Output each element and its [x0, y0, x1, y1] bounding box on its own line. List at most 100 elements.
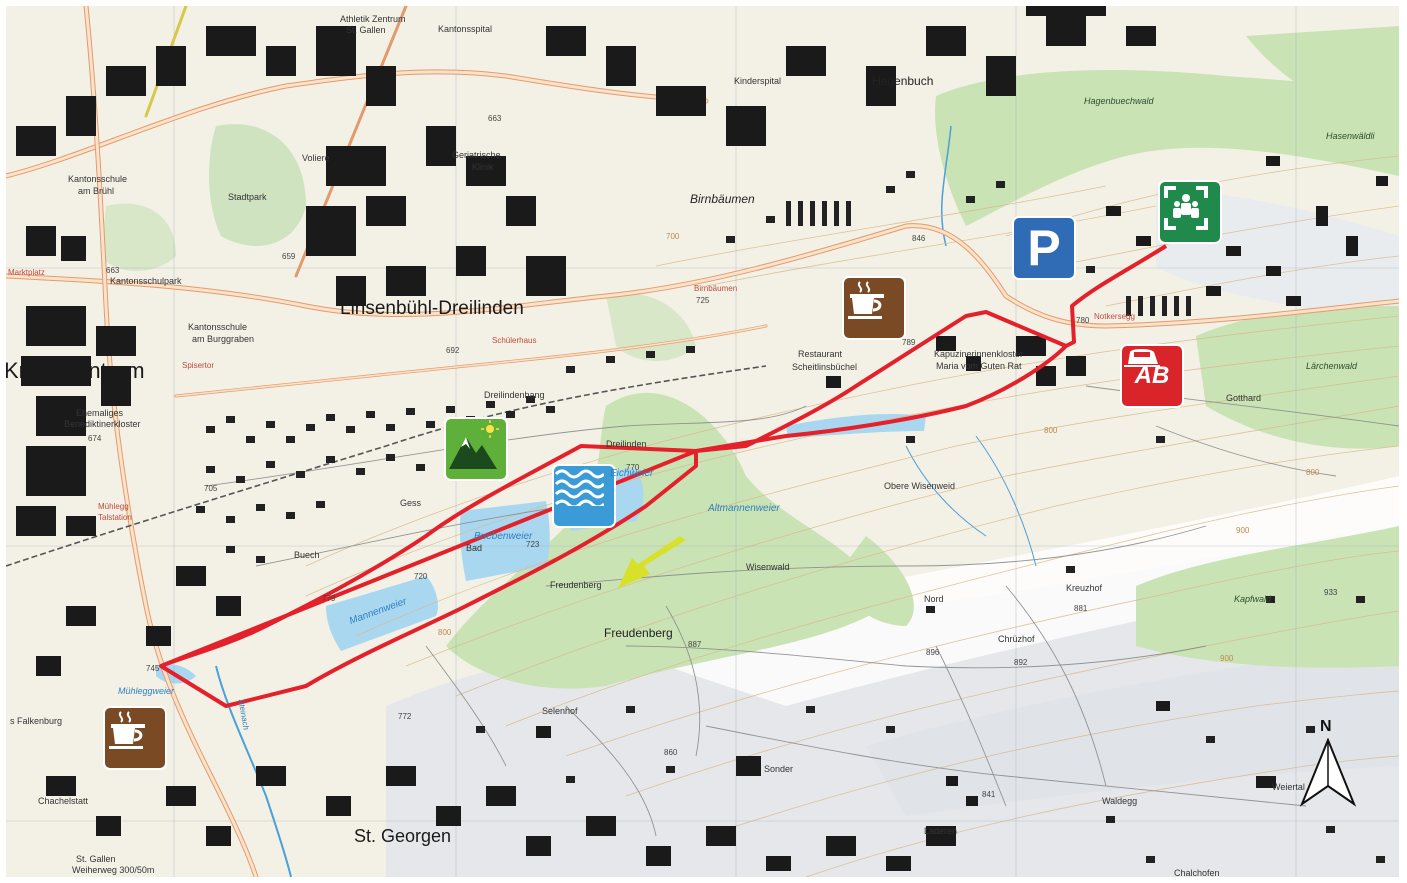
place-freudenberg-small: Freudenberg — [550, 580, 602, 590]
district-st-georgen: St. Georgen — [354, 826, 452, 846]
place-bad: Bad — [466, 543, 483, 553]
place-talstation: Talstation — [98, 513, 132, 522]
alt-887: 887 — [688, 640, 702, 649]
place-gotthard: Gotthard — [1226, 393, 1262, 403]
lake-mannenweier — [326, 576, 438, 651]
place-buech: Buech — [294, 550, 320, 560]
place-ehemaliges: Ehemaliges — [76, 408, 124, 418]
alt-933: 933 — [1324, 588, 1338, 597]
alt-772: 772 — [398, 712, 412, 721]
swimming-icon[interactable] — [554, 466, 614, 526]
place-kinderspital: Kinderspital — [734, 76, 782, 86]
place-laerchenwald: Lärchenwald — [1306, 361, 1358, 371]
parking-icon[interactable]: P — [1014, 218, 1074, 278]
alt-900b: 900 — [1220, 654, 1234, 663]
place-nord: Nord — [924, 594, 944, 604]
alt-700: 700 — [666, 232, 680, 241]
alt-779: 779 — [322, 594, 336, 603]
place-stadtpark: Stadtpark — [228, 192, 267, 202]
alt-723: 723 — [526, 540, 540, 549]
forest-laerchenwald — [1196, 306, 1399, 449]
alt-720: 720 — [414, 572, 428, 581]
place-hagenbuch: Hagenbuch — [872, 74, 934, 88]
north-arrow-icon: N — [1298, 718, 1358, 808]
place-maria: Maria vom Guten Rat — [936, 361, 1022, 371]
alt-892: 892 — [1014, 658, 1028, 667]
alt-846: 846 — [912, 234, 926, 243]
cafe-icon-bottom[interactable] — [105, 708, 165, 768]
alt-896: 896 — [926, 648, 940, 657]
place-chruezhof: Chrüzhof — [998, 634, 1035, 644]
map-canvas[interactable]: P — [6, 6, 1399, 877]
train-label: AB — [1134, 362, 1170, 389]
place-waldegg: Waldegg — [1102, 796, 1138, 806]
place-am-burggraben: am Burggraben — [192, 334, 255, 344]
place-athletik: Athletik Zentrum — [340, 14, 406, 24]
forest-haesenwaeldli — [1246, 26, 1399, 126]
alt-674: 674 — [88, 434, 102, 443]
place-hasenwaeldli: Hasenwäldli — [1326, 131, 1375, 141]
train-station-icon[interactable]: AB — [1122, 346, 1182, 406]
direction-arrow-icon — [618, 536, 686, 588]
place-muehleggweier: Mühleggweier — [118, 686, 175, 696]
place-am-bruehl: am Brühl — [78, 186, 115, 196]
cafe-cup-glyph — [109, 711, 145, 749]
hiking-route — [159, 244, 1168, 708]
alt-841: 841 — [982, 790, 996, 799]
meeting-glyph — [1164, 186, 1208, 230]
mountain-viewpoint-icon[interactable] — [446, 419, 506, 479]
place-stgallen-weiherweg: St. Gallen — [76, 854, 116, 864]
place-obere-wisenweid: Obere Wisenweid — [884, 481, 956, 491]
alt-663: 663 — [488, 114, 502, 123]
place-falkenburg: s Falkenburg — [10, 716, 63, 726]
waves-glyph — [554, 469, 604, 506]
place-marktplatz: Marktplatz — [8, 268, 45, 277]
place-kantonsschule: Kantonsschule — [68, 174, 128, 184]
water-altmannenweier: Altmannenweier — [708, 503, 780, 514]
place-dreilinden: Dreilinden — [606, 439, 647, 449]
place-notkersegg: Notkersegg — [1094, 312, 1135, 321]
alt-725: 725 — [696, 296, 710, 305]
train-glyph — [1124, 349, 1160, 367]
north-label: N — [1320, 718, 1332, 735]
place-geriatrische: Geriatrische — [452, 150, 501, 160]
alt-789: 789 — [902, 338, 916, 347]
place-chachelstatt: Chachelstatt — [38, 796, 89, 806]
place-dreilindenhang: Dreilindenhang — [484, 390, 545, 400]
place-voliere: Voliere — [302, 153, 330, 163]
place-kantonsschule2: Kantonsschule — [188, 322, 248, 332]
map-base — [6, 6, 1399, 877]
meeting-point-icon[interactable] — [1160, 182, 1220, 242]
water-eichweier: Eichweier — [610, 468, 654, 479]
alt-860: 860 — [664, 748, 678, 757]
alt-800c: 800 — [1306, 468, 1320, 477]
alt-881: 881 — [1074, 604, 1088, 613]
place-weiertal: Weiertal — [1272, 782, 1305, 792]
alt-659: 659 — [282, 252, 296, 261]
place-benediktinerkloster: Benediktinerkloster — [64, 419, 141, 429]
alt-692: 692 — [446, 346, 460, 355]
place-birnbaeumen: Birnbäumen — [690, 192, 755, 206]
place-kantonsschulpark: Kantonsschulpark — [110, 276, 182, 286]
district-kreis-centrum: Kreis Centrum — [6, 358, 145, 383]
alt-780: 780 — [1076, 316, 1090, 325]
alt-745: 745 — [146, 664, 160, 673]
place-hagenbuechwald: Hagenbuechwald — [1084, 96, 1154, 106]
place-stgallen-small: St. Gallen — [346, 25, 386, 35]
place-laderen: Laderen — [924, 826, 958, 836]
alt-900: 900 — [1236, 526, 1250, 535]
parking-letter: P — [1027, 220, 1061, 276]
place-restaurant: Restaurant — [798, 349, 843, 359]
place-birnbaeumen-road: Birnbäumen — [694, 284, 738, 293]
forest-wisenwald — [446, 392, 886, 689]
place-kapfwald: Kapfwald — [1234, 594, 1272, 604]
place-kantonsspital: Kantonsspital — [438, 24, 493, 34]
cafe-icon[interactable] — [844, 278, 904, 338]
forest-hagenbuech — [935, 70, 1399, 226]
place-spisertor: Spisertor — [182, 361, 215, 370]
alt-663b: 663 — [106, 266, 120, 275]
place-sonder: Sonder — [764, 764, 794, 774]
water-buebenweier: Buebenweier — [474, 531, 533, 542]
place-klinik: Klinik — [472, 162, 494, 172]
place-schuelerhaus: Schülerhaus — [492, 336, 537, 345]
